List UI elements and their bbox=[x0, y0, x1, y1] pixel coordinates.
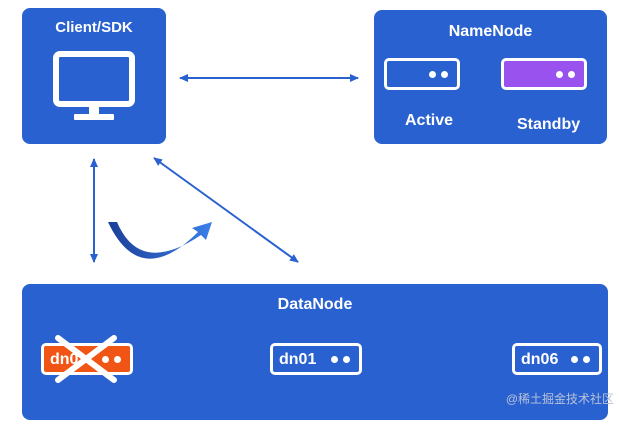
server-status-dots bbox=[331, 356, 350, 363]
led-icon bbox=[568, 71, 575, 78]
failover-curved-arrow bbox=[108, 222, 212, 259]
standby-label: Standby bbox=[517, 116, 581, 133]
arrow-client-datanode-diagonal bbox=[153, 157, 299, 263]
server-status-dots bbox=[102, 356, 121, 363]
active-label: Active bbox=[405, 112, 454, 129]
led-icon bbox=[571, 356, 578, 363]
server-status-dots bbox=[556, 71, 575, 78]
datanode-label: dn06 bbox=[521, 351, 559, 368]
led-icon bbox=[583, 356, 590, 363]
led-icon bbox=[556, 71, 563, 78]
server-status-dots bbox=[429, 71, 448, 78]
datanode-dn06: dn06 bbox=[512, 343, 602, 375]
monitor-icon bbox=[53, 51, 135, 120]
namenode-panel: NameNode Active Standby bbox=[374, 10, 607, 144]
led-icon bbox=[441, 71, 448, 78]
datanode-label: dn01 bbox=[279, 351, 317, 368]
led-icon bbox=[343, 356, 350, 363]
watermark: @稀土掘金技术社区 bbox=[505, 392, 614, 406]
led-icon bbox=[429, 71, 436, 78]
led-icon bbox=[102, 356, 109, 363]
failure-cross-icon bbox=[55, 335, 117, 383]
active-namenode-server bbox=[384, 58, 460, 90]
led-icon bbox=[331, 356, 338, 363]
server-status-dots bbox=[571, 356, 590, 363]
client-sdk-panel: Client/SDK bbox=[22, 8, 166, 144]
datanode-title: DataNode bbox=[277, 296, 353, 313]
standby-namenode-server bbox=[501, 58, 587, 90]
led-icon bbox=[114, 356, 121, 363]
datanode-dn01: dn01 bbox=[270, 343, 362, 375]
namenode-title: NameNode bbox=[448, 23, 533, 40]
datanode-label: dn0 bbox=[50, 351, 79, 368]
datanode-panel: DataNode dn0 dn01 dn06 bbox=[22, 284, 608, 420]
client-sdk-title: Client/SDK bbox=[55, 19, 133, 36]
